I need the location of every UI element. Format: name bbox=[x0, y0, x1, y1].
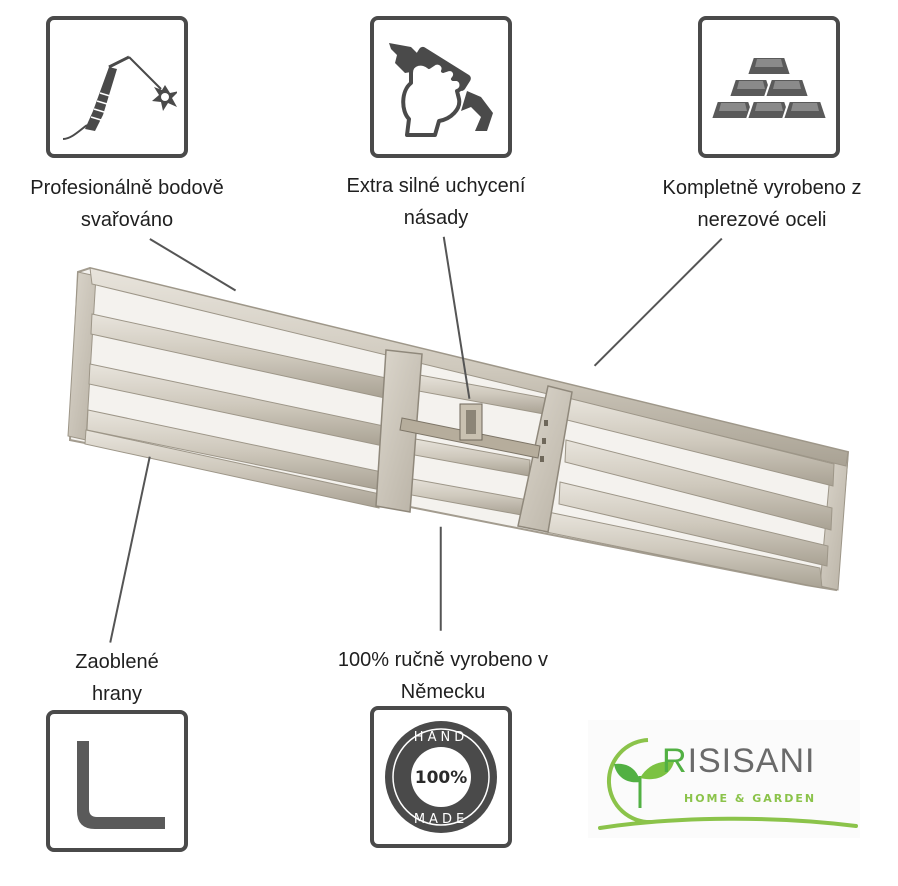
brand-logo: RISISANI HOME & GARDEN bbox=[588, 720, 860, 838]
brand-name-rest: ISISANI bbox=[687, 742, 816, 780]
feature-label-steel: Kompletně vyrobeno z nerezové oceli bbox=[662, 177, 862, 231]
leaf-sprout-icon bbox=[606, 738, 674, 825]
welding-icon-box bbox=[46, 16, 188, 158]
callout-line-handmade bbox=[440, 526, 442, 631]
brand-name-initial: R bbox=[662, 742, 688, 780]
stamp-center-text: 100% bbox=[415, 768, 468, 788]
feature-label-edges: Zaoblené hrany bbox=[75, 651, 159, 705]
feature-label-handmade: 100% ručně vyrobeno v Německu bbox=[337, 649, 549, 703]
wrench-hand-icon-box bbox=[370, 16, 512, 158]
brand-name: RISISANI bbox=[662, 742, 816, 781]
metal-ingots-icon-box bbox=[698, 16, 840, 158]
logo-swoosh bbox=[598, 816, 858, 830]
feature-label-welding: Profesionálně bodově svařováno bbox=[30, 177, 224, 231]
handmade-stamp-icon: HAND 100% MADE bbox=[385, 721, 497, 833]
stamp-top-text: HAND bbox=[414, 730, 468, 745]
feature-label-mount: Extra silné uchycení násady bbox=[346, 175, 526, 229]
stamp-bottom-text: MADE bbox=[414, 812, 468, 827]
wrench-hand-icon bbox=[389, 43, 493, 137]
welding-icon bbox=[62, 55, 177, 140]
metal-ingots-icon bbox=[709, 56, 829, 120]
brand-tagline: HOME & GARDEN bbox=[684, 792, 817, 805]
handmade-stamp-icon-box: HAND 100% MADE bbox=[370, 706, 512, 848]
rounded-corner-icon bbox=[77, 741, 165, 829]
rounded-corner-icon-box bbox=[46, 710, 188, 852]
